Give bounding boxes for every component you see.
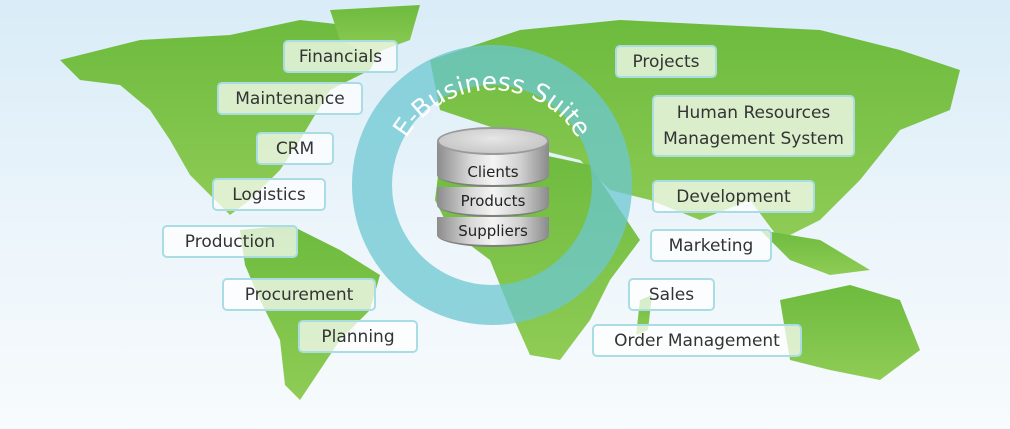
module-logistics[interactable]: Logistics — [212, 178, 326, 211]
module-marketing[interactable]: Marketing — [650, 229, 772, 262]
db-segment-suppliers: Suppliers — [437, 217, 549, 247]
south-america — [240, 225, 380, 400]
module-procurement[interactable]: Procurement — [222, 278, 376, 311]
hr-line-1: Human Resources — [676, 103, 831, 123]
module-financials[interactable]: Financials — [283, 40, 398, 73]
module-order-management[interactable]: Order Management — [592, 324, 802, 357]
module-crm[interactable]: CRM — [256, 132, 334, 165]
module-planning[interactable]: Planning — [298, 320, 418, 353]
module-development[interactable]: Development — [652, 180, 815, 213]
module-production[interactable]: Production — [162, 225, 298, 258]
module-hr[interactable]: Human Resources Management System — [652, 95, 855, 157]
hr-line-2: Management System — [663, 129, 844, 149]
australia — [780, 285, 920, 380]
module-sales[interactable]: Sales — [628, 278, 715, 311]
db-segment-products: Products — [437, 187, 549, 217]
database-top — [437, 127, 549, 155]
module-projects[interactable]: Projects — [615, 45, 717, 78]
southeast-asia — [760, 230, 870, 275]
suite-ring — [352, 45, 632, 325]
module-maintenance[interactable]: Maintenance — [217, 82, 363, 115]
database-cylinder: Clients Products Suppliers — [437, 127, 549, 257]
